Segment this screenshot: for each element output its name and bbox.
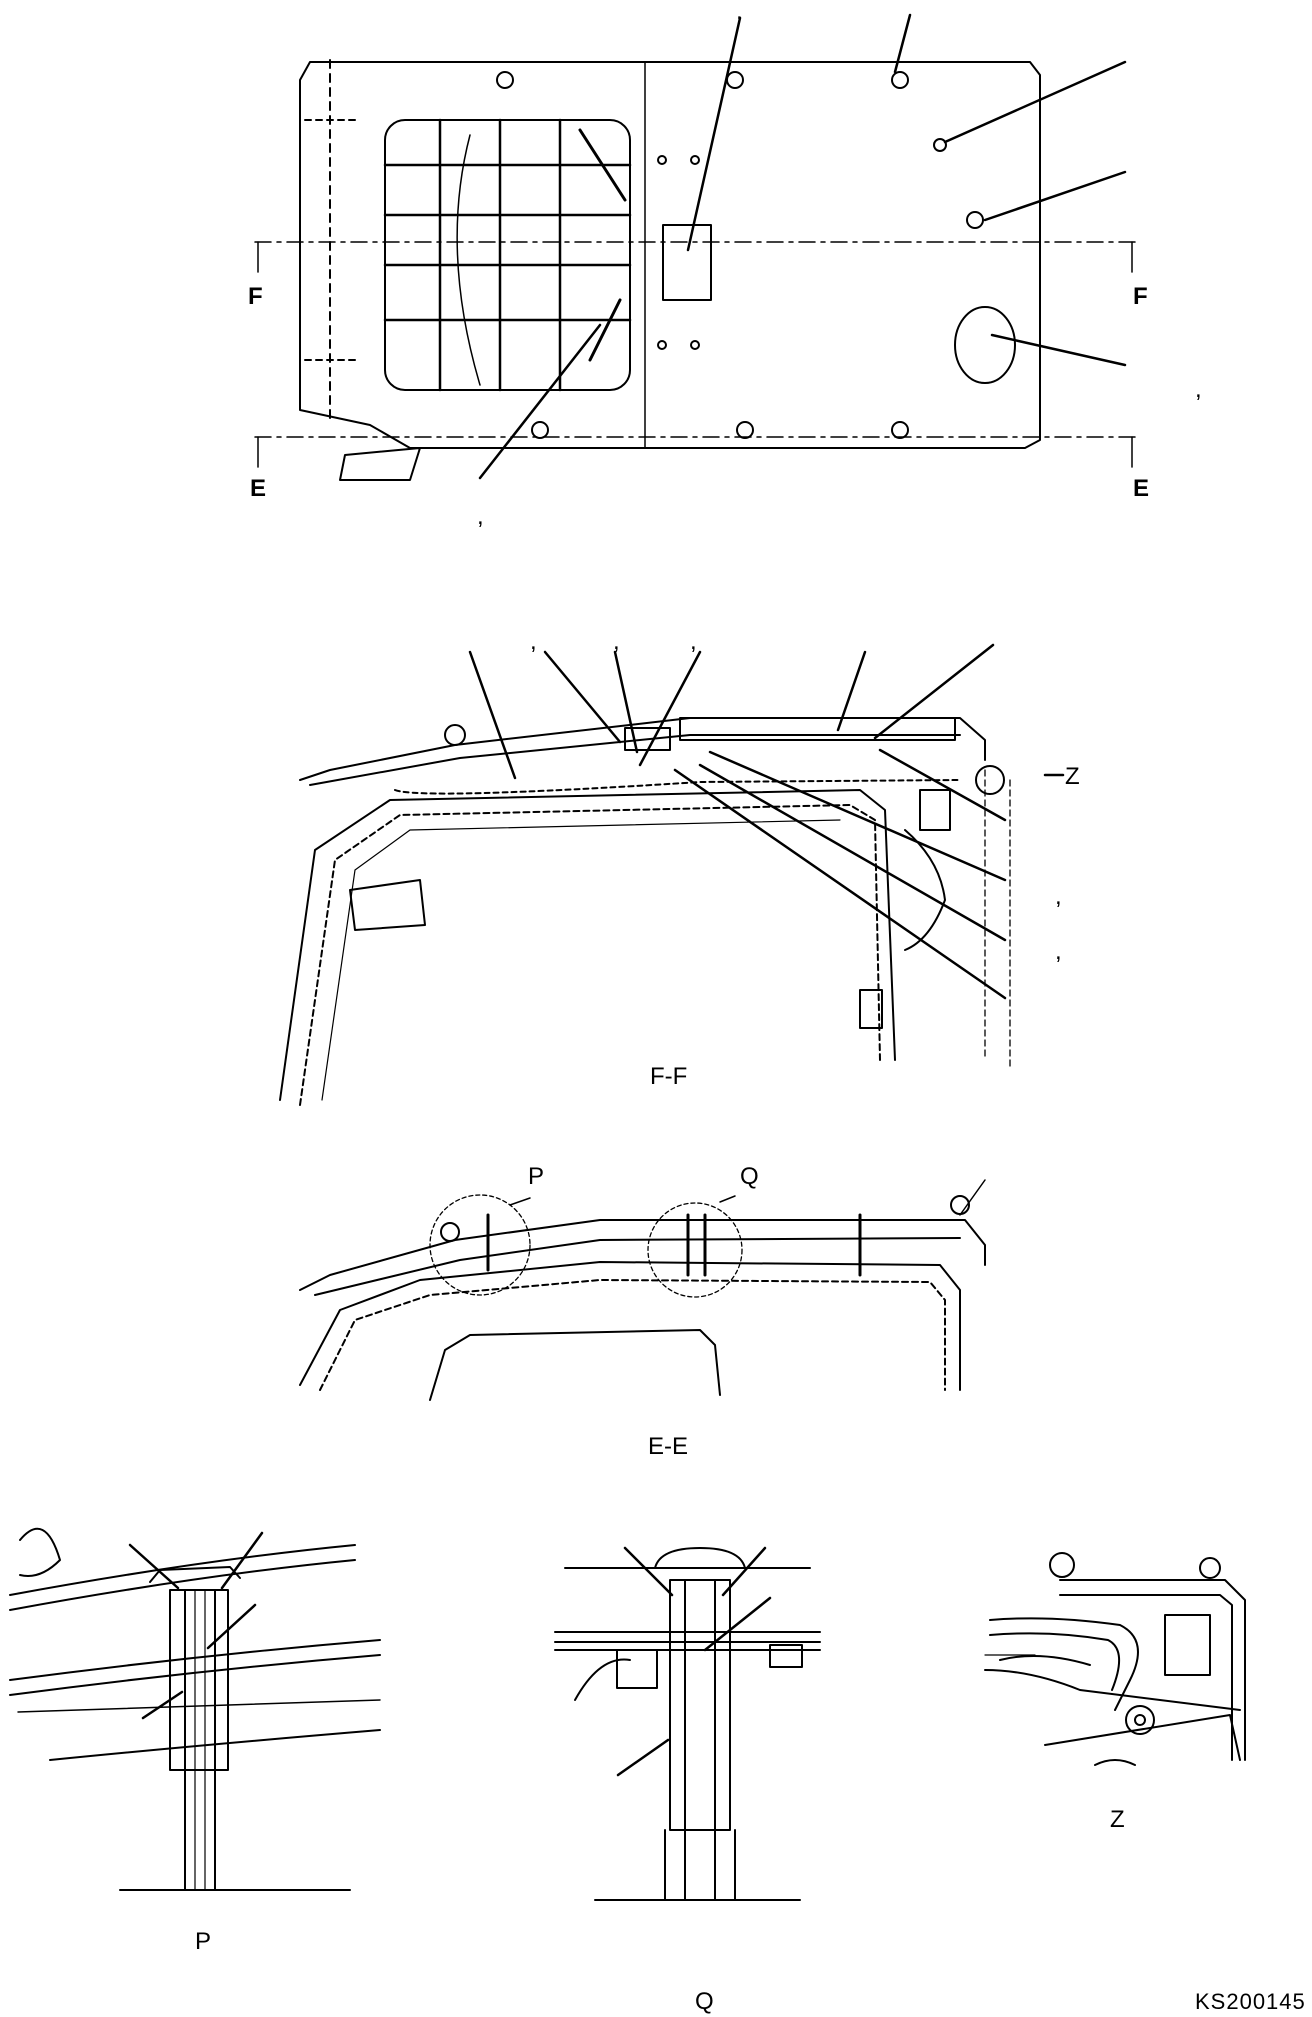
top-view-drawing	[254, 13, 1136, 481]
section-label-f-left: F	[248, 283, 263, 310]
detail-z-drawing	[984, 1552, 1246, 1766]
detail-label-z: Z	[1110, 1806, 1125, 1833]
drawing-code: KS200145	[1195, 1989, 1306, 2014]
detail-q-drawing	[554, 1546, 821, 1901]
inspection-cover	[954, 306, 1016, 384]
ff-comma-1: ,	[530, 628, 537, 655]
ee-view-title: E-E	[648, 1433, 689, 1460]
roof-window	[384, 119, 631, 391]
callout-label-p: P	[528, 1163, 545, 1190]
detail-label-p: P	[195, 1928, 212, 1955]
top-comma-3: ,	[477, 503, 484, 530]
ff-comma-5: ,	[1055, 938, 1062, 965]
ff-comma-2: ,	[613, 628, 620, 655]
ff-comma-3: ,	[690, 628, 697, 655]
detail-p-drawing	[9, 1527, 381, 1891]
section-label-e-left: E	[250, 475, 267, 502]
roof-plate	[662, 224, 712, 301]
view-arrow-label-z: Z	[1065, 763, 1080, 790]
ff-view-drawing	[279, 643, 1065, 1106]
ff-view-title: F-F	[650, 1063, 688, 1090]
detail-label-q: Q	[695, 1988, 714, 2015]
ee-view-drawing	[299, 1179, 986, 1401]
callout-label-q: Q	[740, 1163, 759, 1190]
detail-circle-p	[429, 1194, 531, 1296]
section-label-e-right: E	[1133, 475, 1150, 502]
cab-outline	[299, 61, 1041, 449]
ee-roof-profile	[299, 1219, 986, 1291]
ff-comma-4: ,	[1055, 883, 1062, 910]
detail-circle-q	[647, 1202, 743, 1298]
top-comma-1: ,	[736, 0, 743, 25]
top-comma-2: ,	[1195, 376, 1202, 403]
section-label-f-right: F	[1133, 283, 1148, 310]
